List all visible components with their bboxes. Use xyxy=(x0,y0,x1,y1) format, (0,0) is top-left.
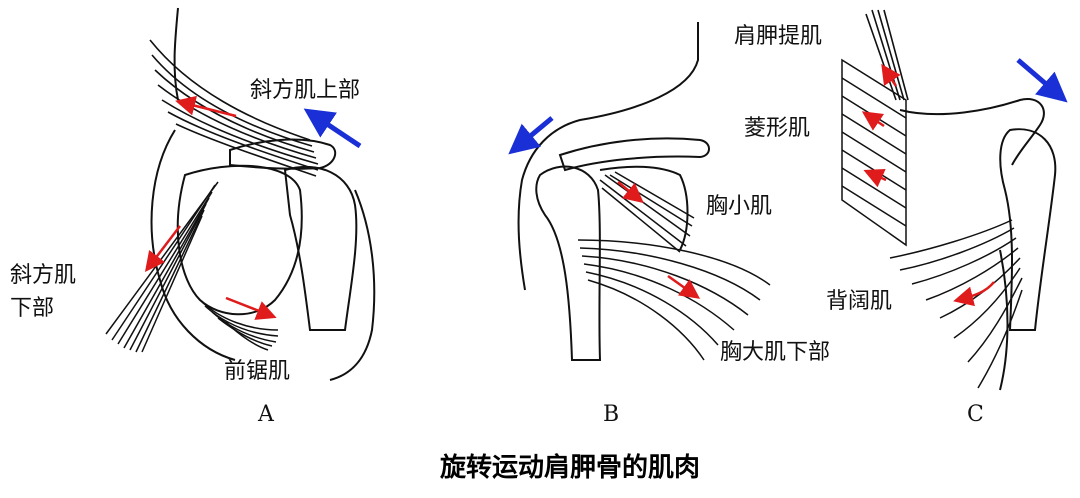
label-lower-trapezius-line2: 下部 xyxy=(10,296,54,322)
pectoralis-major-red-arrow xyxy=(668,276,696,296)
panel-letter-a: A xyxy=(258,402,274,428)
label-serratus-anterior: 前锯肌 xyxy=(224,359,290,385)
label-latissimus-dorsi: 背阔肌 xyxy=(826,289,892,315)
lower-trapezius-muscle xyxy=(106,182,218,352)
humerus-outline xyxy=(285,167,356,330)
label-lower-trapezius-line1: 斜方肌 xyxy=(10,263,76,289)
panel-c-blue-arrow xyxy=(1018,60,1060,96)
humerus-outline-b xyxy=(536,167,600,360)
levator-scapulae-muscle xyxy=(866,10,908,100)
panel-b-blue-arrow xyxy=(516,118,552,148)
label-rhomboid: 菱形肌 xyxy=(744,116,810,142)
humerus-outline-c xyxy=(1000,129,1055,330)
label-levator-scapulae: 肩胛提肌 xyxy=(734,24,822,50)
label-lower-pectoralis-major: 胸大肌下部 xyxy=(720,340,830,366)
pectoralis-minor-muscle xyxy=(600,172,694,252)
scapula-outline xyxy=(178,166,302,315)
panel-a-drawing xyxy=(106,8,374,380)
label-pectoralis-minor: 胸小肌 xyxy=(706,194,772,220)
latissimus-dorsi-muscle xyxy=(890,220,1022,388)
panel-letter-c: C xyxy=(967,402,984,428)
figure-caption: 旋转运动肩胛骨的肌肉 xyxy=(440,452,700,484)
panel-b-drawing xyxy=(519,22,770,360)
panel-letter-b: B xyxy=(603,402,619,428)
label-upper-trapezius: 斜方肌上部 xyxy=(250,78,360,104)
